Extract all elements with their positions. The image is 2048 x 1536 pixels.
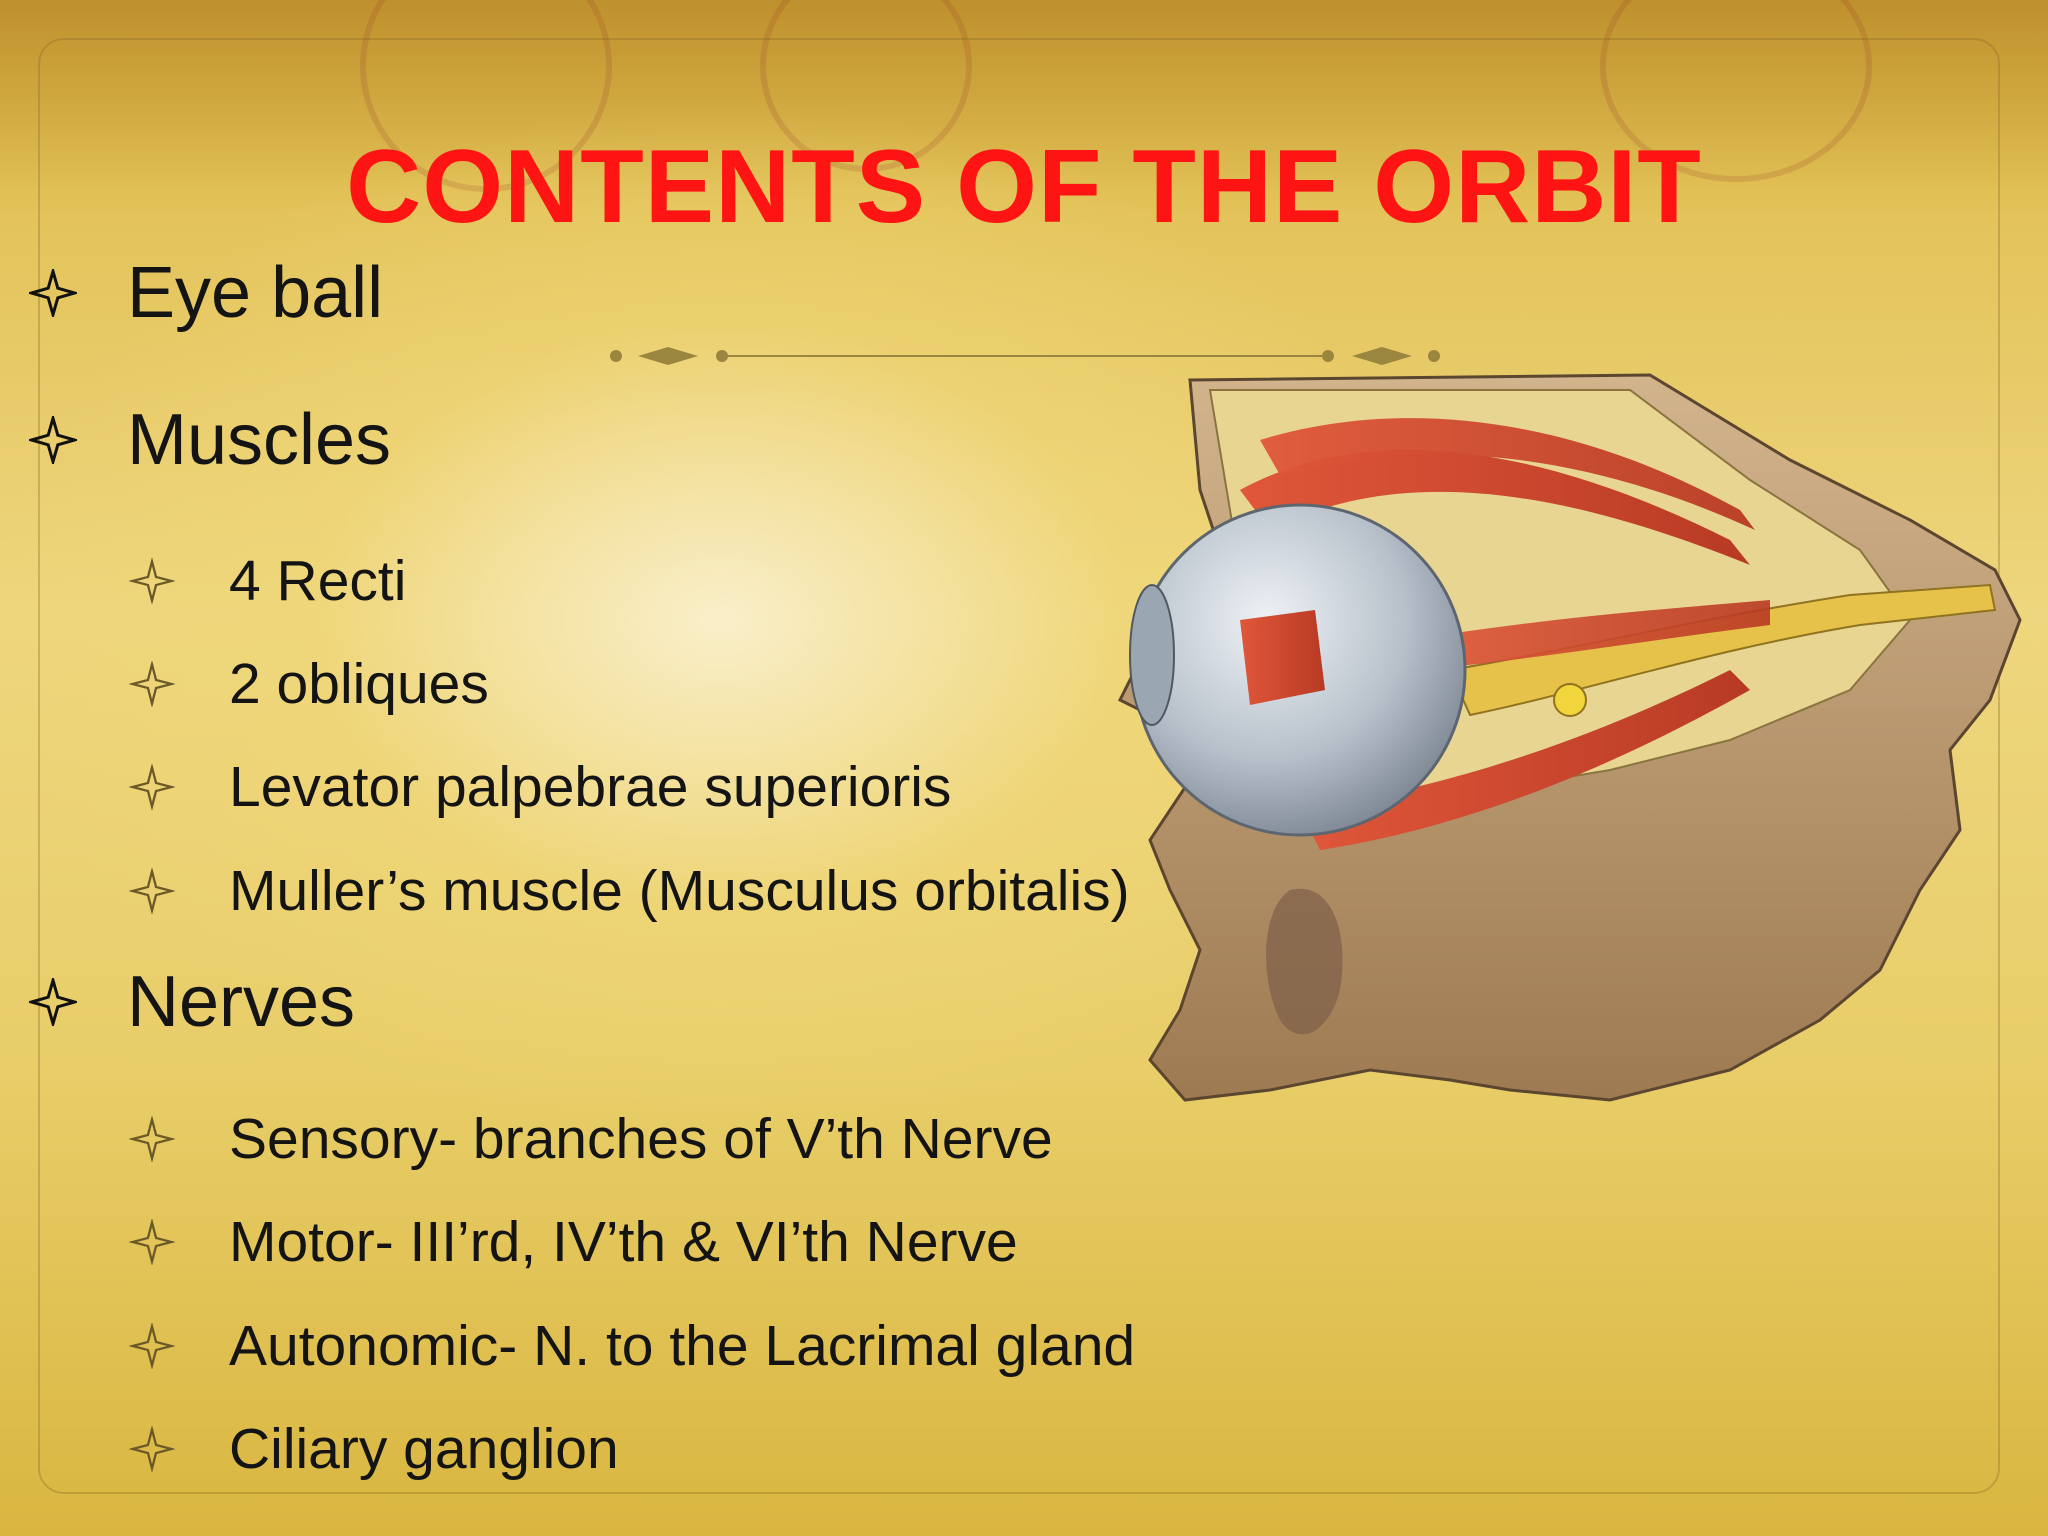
list-item-text: Ciliary ganglion — [229, 1417, 619, 1481]
section-eye-ball: Eye ball — [29, 251, 384, 335]
ornamental-divider — [610, 347, 1440, 365]
list-item: Muller’s muscle (Musculus orbitalis) — [129, 856, 1130, 926]
list-item-text: Autonomic- N. to the Lacrimal gland — [229, 1314, 1136, 1378]
list-item-text: Levator palpebrae superioris — [229, 755, 952, 819]
section-label: Nerves — [127, 962, 356, 1042]
four-point-star-icon — [129, 661, 175, 707]
four-point-star-icon — [29, 978, 77, 1026]
orbit-anatomy-illustration — [1117, 373, 2022, 1102]
list-item: Motor- III’rd, IV’th & VI’th Nerve — [129, 1207, 1018, 1277]
inferior-rectus — [1300, 670, 1750, 850]
four-point-star-icon — [129, 1219, 175, 1265]
list-item-text: 4 Recti — [229, 549, 407, 613]
four-point-star-icon — [129, 558, 175, 604]
sinus-cavity — [1266, 888, 1343, 1035]
four-point-star-icon — [29, 269, 77, 317]
muscle-insertion — [1240, 610, 1325, 705]
lateral-rectus — [1410, 600, 1770, 670]
ciliary-ganglion — [1553, 683, 1587, 717]
four-point-star-icon — [129, 1323, 175, 1369]
postmark-stamp — [760, 0, 972, 172]
section-label: Muscles — [127, 400, 392, 480]
section-label: Eye ball — [127, 253, 384, 333]
list-item-text: Muller’s muscle (Musculus orbitalis) — [229, 859, 1130, 923]
list-item-text: Motor- III’rd, IV’th & VI’th Nerve — [229, 1210, 1018, 1274]
superior-rectus — [1240, 449, 1750, 565]
list-item: Autonomic- N. to the Lacrimal gland — [129, 1311, 1136, 1381]
list-item: Sensory- branches of V’th Nerve — [129, 1104, 1053, 1174]
cornea — [1129, 584, 1175, 726]
section-nerves: Nerves — [29, 960, 356, 1044]
four-point-star-icon — [29, 416, 77, 464]
list-item-text: 2 obliques — [229, 652, 489, 716]
slide-frame — [38, 38, 2000, 1494]
list-item: 2 obliques — [129, 649, 489, 719]
four-point-star-icon — [129, 1116, 175, 1162]
list-item-text: Sensory- branches of V’th Nerve — [229, 1107, 1053, 1171]
four-point-star-icon — [129, 764, 175, 810]
slide-title: CONTENTS OF THE ORBIT — [346, 129, 1702, 245]
levator-muscle — [1260, 418, 1755, 530]
list-item: Ciliary ganglion — [129, 1414, 619, 1484]
list-item: Levator palpebrae superioris — [129, 752, 952, 822]
four-point-star-icon — [129, 1426, 175, 1472]
four-point-star-icon — [129, 868, 175, 914]
section-muscles: Muscles — [29, 398, 392, 482]
list-item: 4 Recti — [129, 546, 407, 616]
